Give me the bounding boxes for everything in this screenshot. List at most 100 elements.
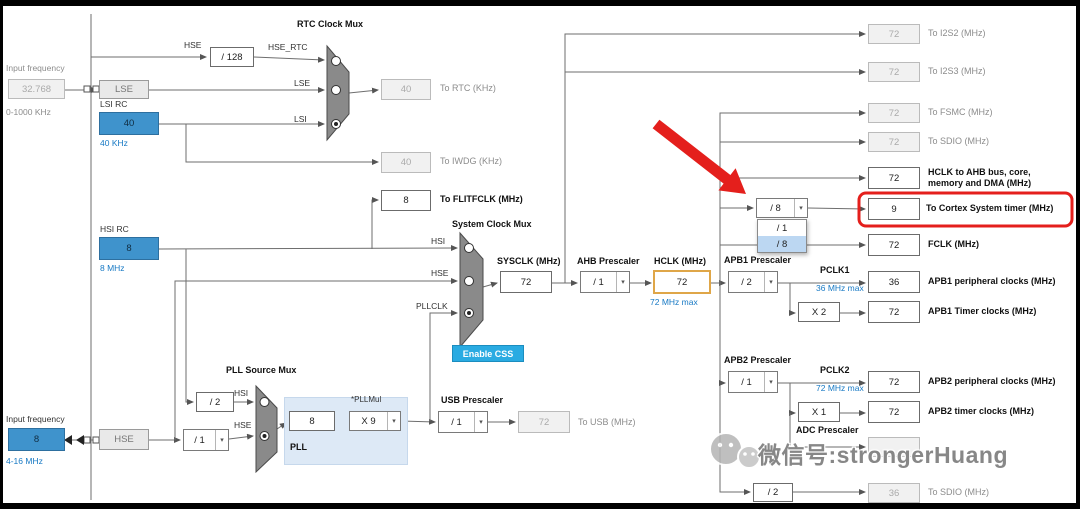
apb1-periph-output-label: APB1 peripheral clocks (MHz)	[928, 276, 1056, 286]
cortex-prescaler-option-div8[interactable]: / 8	[758, 236, 806, 252]
pllmul-value: X 9	[361, 415, 376, 427]
system-clock-mux	[459, 231, 484, 349]
pll-block	[284, 397, 408, 465]
hclk-ahb-output-label-line1: HCLK to AHB bus, core,	[928, 167, 1031, 177]
rtc-clock-mux-title: RTC Clock Mux	[297, 19, 364, 29]
usb-freq-box: 72	[518, 411, 570, 433]
iwdg-freq-box: 40	[381, 152, 431, 173]
cortex-prescaler-value: / 8	[770, 202, 781, 214]
sdio-output-label: To SDIO (MHz)	[928, 136, 990, 146]
hclk-freq-box[interactable]: 72	[653, 270, 711, 294]
sys-mux-hse-radio[interactable]	[464, 276, 474, 286]
usb-prescaler-dropdown[interactable]: / 1 ▾	[438, 411, 488, 433]
usb-output-label: To USB (MHz)	[578, 417, 636, 427]
hse-frequency-range-hint: 4-16 MHz	[6, 456, 43, 466]
apb1-timer-output-label: APB1 Timer clocks (MHz)	[928, 306, 1037, 316]
pll-hse-wire-label: HSE	[234, 420, 252, 430]
rtc-hse-div128-box: / 128	[210, 47, 254, 67]
pll-input-freq-box: 8	[289, 411, 335, 431]
lsi-wire-label: LSI	[294, 114, 307, 124]
ahb-prescaler-title: AHB Prescaler	[577, 256, 640, 266]
chevron-down-icon: ▾	[616, 272, 629, 292]
cortex-timer-freq-box[interactable]: 9	[868, 198, 920, 220]
hse-prediv-dropdown[interactable]: / 1 ▾	[183, 429, 229, 451]
sdio2-output-label: To SDIO (MHz)	[928, 487, 990, 497]
sysclk-freq-box[interactable]: 72	[500, 271, 552, 293]
pll-mux-hse-radio-dot	[262, 434, 267, 438]
lse-frequency-range-hint: 0-1000 KHz	[6, 107, 51, 117]
fclk-freq-box[interactable]: 72	[868, 234, 920, 256]
apb2-prescaler-dropdown[interactable]: / 1 ▾	[728, 371, 778, 393]
rtc-freq-box: 40	[381, 79, 431, 100]
sys-hse-wire-label: HSE	[431, 268, 449, 278]
hse-input-frequency-field[interactable]: 8	[8, 428, 65, 451]
screen-border-top	[0, 0, 1080, 6]
pll-source-mux	[255, 384, 278, 474]
hse-prediv-value: / 1	[194, 434, 205, 446]
usb-prescaler-value: / 1	[451, 416, 462, 428]
sysclk-title: SYSCLK (MHz)	[497, 256, 561, 266]
fsmc-freq-box: 72	[868, 103, 920, 123]
sdio-freq-box: 72	[868, 132, 920, 152]
rtc-clock-mux	[326, 44, 350, 142]
cortex-prescaler-dropdown[interactable]: / 8 ▾	[756, 198, 808, 218]
flitfclk-freq-box[interactable]: 8	[381, 190, 431, 211]
rtc-mux-lse-radio[interactable]	[331, 85, 341, 95]
i2s2-output-label: To I2S2 (MHz)	[928, 28, 986, 38]
lsi-frequency-box: 40	[99, 112, 159, 135]
pllmul-title: *PLLMul	[351, 395, 382, 404]
pllmul-dropdown[interactable]: X 9 ▾	[349, 411, 401, 431]
enable-css-button[interactable]: Enable CSS	[452, 345, 524, 362]
hsi-frequency-hint: 8 MHz	[100, 263, 125, 273]
pclk1-label: PCLK1	[820, 265, 850, 275]
apb1-timer-freq-box[interactable]: 72	[868, 301, 920, 323]
screen-border-left	[0, 0, 3, 509]
hsi-frequency-box: 8	[99, 237, 159, 260]
pll-source-mux-title: PLL Source Mux	[226, 365, 297, 375]
rtc-mux-lsi-radio-dot	[334, 122, 338, 126]
adc-freq-box	[868, 437, 920, 457]
cortex-prescaler-option-div1[interactable]: / 1	[776, 222, 788, 234]
apb2-prescaler-title: APB2 Prescaler	[724, 355, 792, 365]
hsi-rc-title: HSI RC	[100, 224, 129, 234]
apb1-timer-mult-box: X 2	[798, 302, 840, 322]
lse-input-frequency-field: 32.768	[8, 79, 65, 99]
chevron-down-icon: ▾	[764, 372, 777, 392]
pclk1-max-hint: 36 MHz max	[816, 283, 864, 293]
i2s2-freq-box: 72	[868, 24, 920, 44]
rtc-hse-wire-label: HSE	[184, 40, 202, 50]
i2s3-freq-box: 72	[868, 62, 920, 82]
apb1-prescaler-title: APB1 Prescaler	[724, 255, 792, 265]
ahb-prescaler-value: / 1	[593, 276, 604, 288]
lsi-frequency-hint: 40 KHz	[100, 138, 128, 148]
system-clock-mux-title: System Clock Mux	[452, 219, 532, 229]
hclk-ahb-output-label-line2: memory and DMA (MHz)	[928, 178, 1032, 188]
apb2-periph-freq-box[interactable]: 72	[868, 371, 920, 393]
hclk-ahb-freq-box[interactable]: 72	[868, 167, 920, 189]
hse-source-box: HSE	[99, 429, 149, 450]
wires	[65, 14, 866, 500]
pclk2-max-hint: 72 MHz max	[816, 383, 864, 393]
apb1-periph-freq-box[interactable]: 36	[868, 271, 920, 293]
ahb-prescaler-dropdown[interactable]: / 1 ▾	[580, 271, 630, 293]
screen-border-right	[1076, 0, 1080, 509]
cortex-timer-output-label: To Cortex System timer (MHz)	[926, 203, 1054, 213]
lse-wire-label: LSE	[294, 78, 311, 88]
apb2-timer-freq-box[interactable]: 72	[868, 401, 920, 423]
hse-rtc-wire-label: HSE_RTC	[268, 42, 308, 52]
adc-prescaler-title: ADC Prescaler	[796, 425, 859, 435]
screen-border-bottom	[0, 503, 1080, 509]
sdio-div2-box: / 2	[753, 483, 793, 502]
fclk-output-label: FCLK (MHz)	[928, 239, 979, 249]
sys-hsi-wire-label: HSI	[431, 236, 446, 246]
chevron-down-icon: ▾	[387, 412, 400, 430]
usb-prescaler-title: USB Prescaler	[441, 395, 504, 405]
rtc-mux-hse-radio[interactable]	[331, 56, 341, 66]
i2s3-output-label: To I2S3 (MHz)	[928, 66, 986, 76]
iwdg-output-label: To IWDG (KHz)	[440, 156, 502, 166]
apb1-prescaler-dropdown[interactable]: / 2 ▾	[728, 271, 778, 293]
chevron-down-icon: ▾	[474, 412, 487, 432]
pll-mux-hsi-radio[interactable]	[259, 397, 270, 407]
sys-mux-hsi-radio[interactable]	[464, 243, 474, 253]
